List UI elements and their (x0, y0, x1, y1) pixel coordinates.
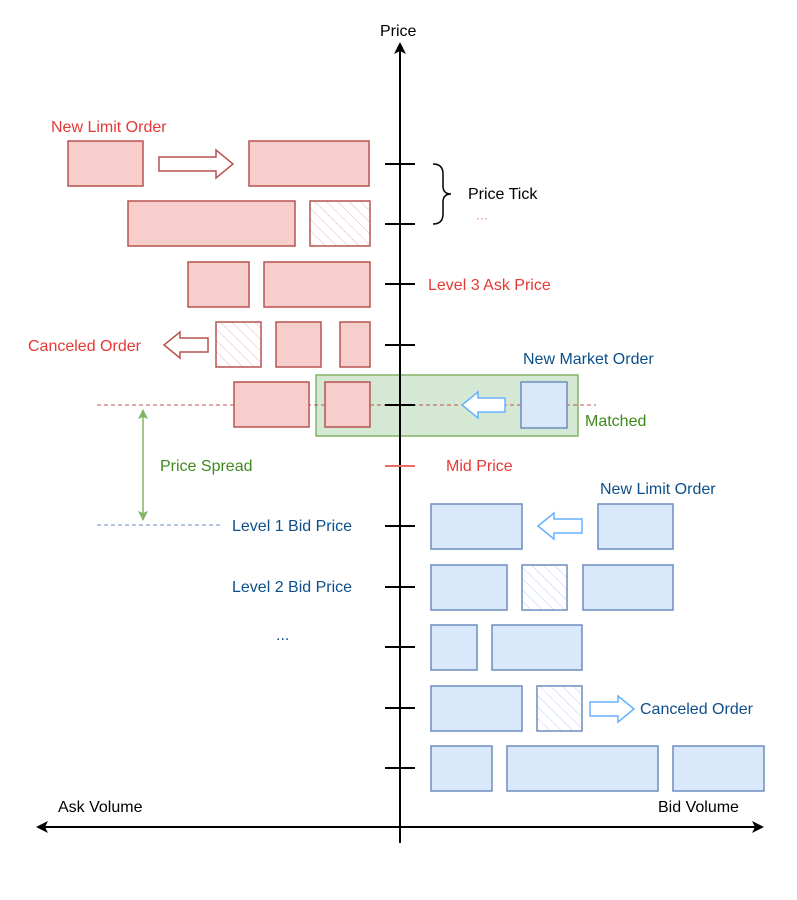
bid-orders (430, 381, 765, 792)
ask-order (187, 261, 250, 308)
bid-volume-label: Bid Volume (658, 799, 739, 816)
new-market-order-label: New Market Order (523, 351, 654, 368)
matched-label: Matched (585, 413, 646, 430)
bid-order-new-source (597, 503, 674, 550)
level-2-bid-label: Level 2 Bid Price (232, 579, 352, 596)
bid-order (430, 503, 523, 550)
price-tick-label: Price Tick (468, 186, 538, 203)
new-limit-order-ask-arrow-icon (158, 148, 235, 180)
ask-orders (67, 140, 371, 428)
ask-volume-label: Ask Volume (58, 799, 143, 816)
ask-order (339, 321, 371, 368)
ask-ellipsis: ··· (476, 211, 488, 225)
bid-order (491, 624, 583, 671)
level-3-ask-label: Level 3 Ask Price (428, 277, 551, 294)
bid-order (430, 745, 493, 792)
ask-order (233, 381, 310, 428)
ask-order-canceled (215, 321, 262, 368)
bid-order (582, 564, 674, 611)
canceled-order-bid-arrow-icon (589, 694, 636, 724)
ask-order-matched (324, 381, 371, 428)
ask-order (263, 261, 371, 308)
bid-order (430, 685, 523, 732)
bid-ellipsis: ... (276, 627, 289, 644)
market-order-arrow-icon (460, 390, 506, 420)
bid-order (430, 564, 508, 611)
price-tick-brace (432, 163, 452, 225)
ask-order-new-source (67, 140, 144, 187)
bid-order (506, 745, 659, 792)
price-spread-label: Price Spread (160, 458, 253, 475)
ask-order (275, 321, 322, 368)
canceled-order-ask-arrow-icon (162, 330, 209, 360)
bid-order (430, 624, 478, 671)
ask-order-canceled (309, 200, 371, 247)
price-ticks (385, 163, 415, 769)
mid-price-label: Mid Price (446, 458, 513, 475)
price-axis-label: Price (380, 23, 417, 40)
level-1-bid-label: Level 1 Bid Price (232, 518, 352, 535)
bid-order-canceled (521, 564, 568, 611)
market-order (520, 381, 568, 429)
ask-order (248, 140, 370, 187)
canceled-order-ask-label: Canceled Order (28, 338, 142, 355)
canceled-order-bid-label: Canceled Order (640, 701, 754, 718)
ask-order (127, 200, 296, 247)
new-limit-order-bid-label: New Limit Order (600, 481, 716, 498)
bid-order-canceled (536, 685, 583, 732)
bid-order (672, 745, 765, 792)
new-limit-order-bid-arrow-icon (536, 511, 583, 541)
new-limit-order-ask-label: New Limit Order (51, 119, 167, 136)
